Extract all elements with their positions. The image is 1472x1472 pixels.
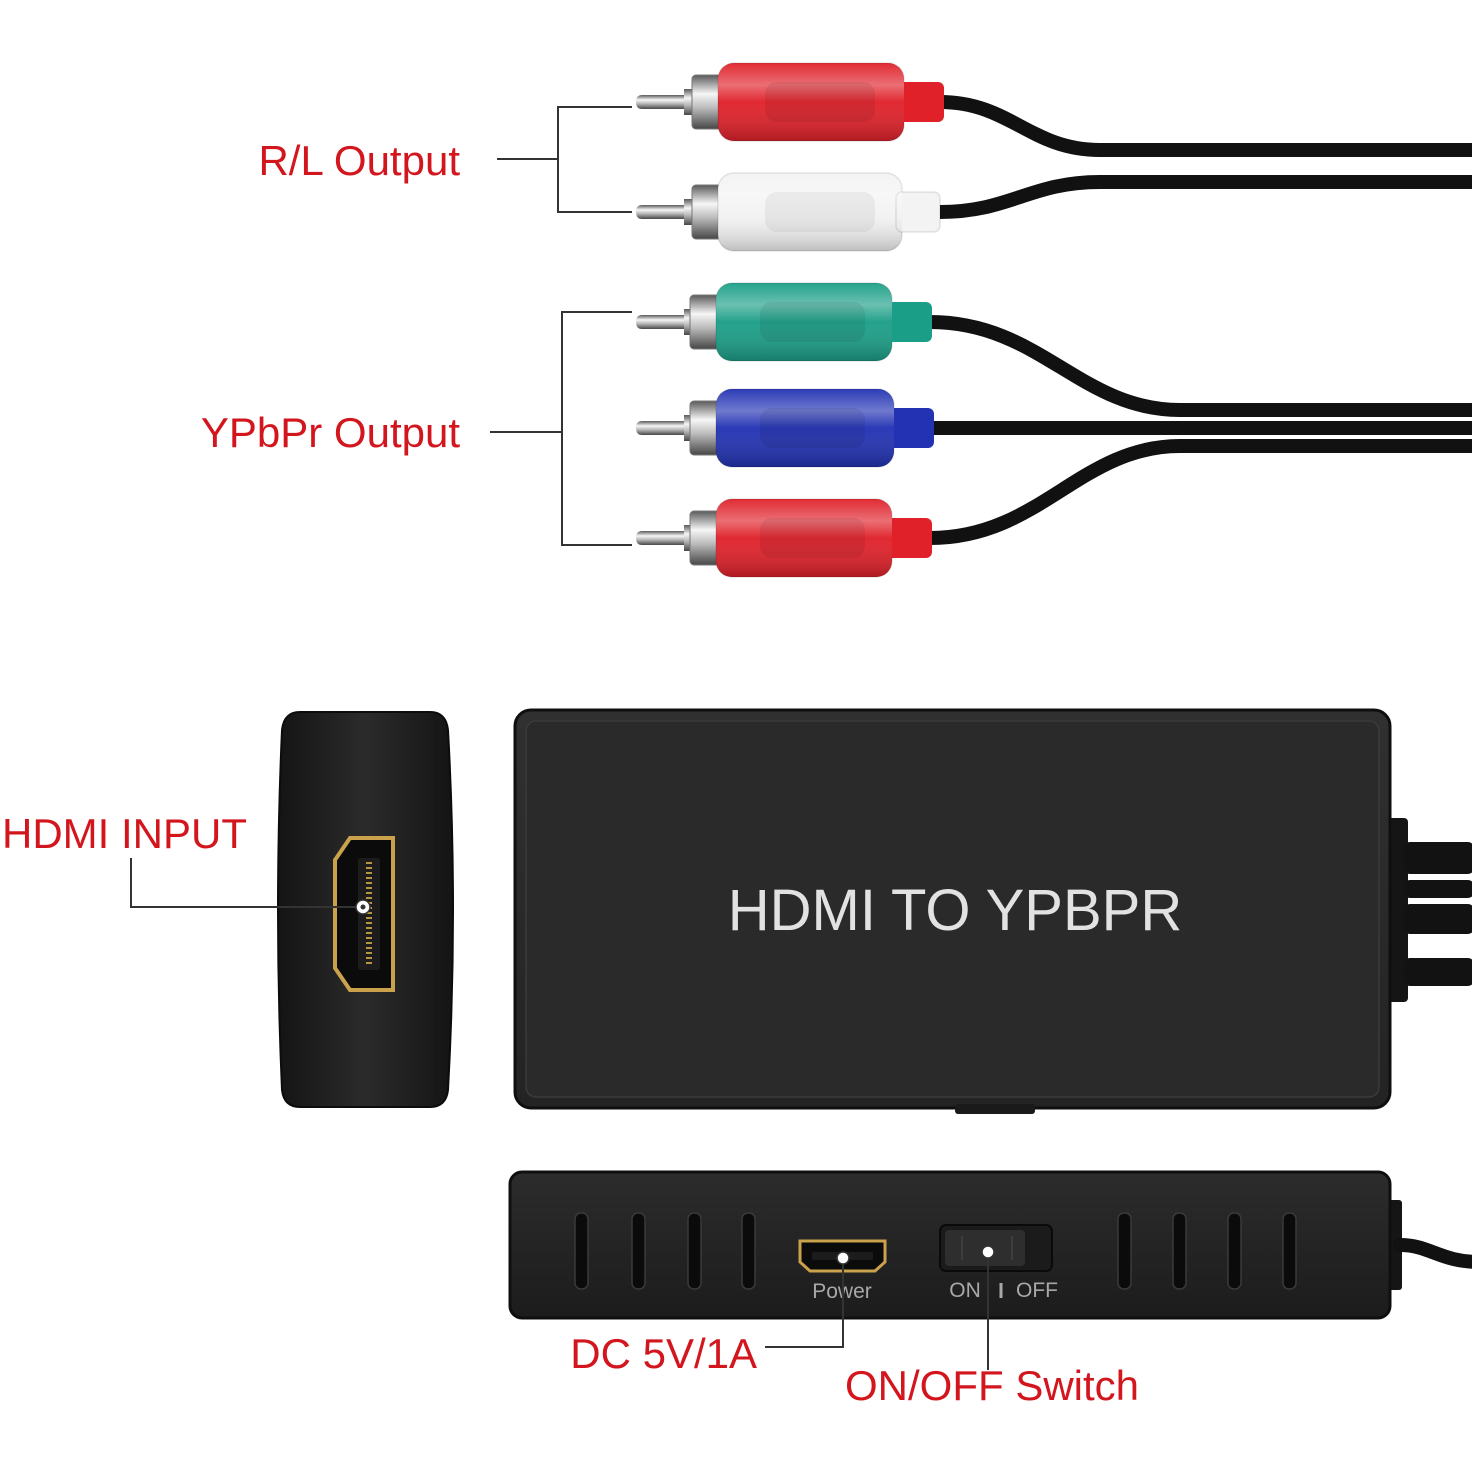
switch-on-label: ON — [949, 1279, 981, 1302]
converter-box: HDMI TO YPBPR — [513, 708, 1472, 1114]
side-panel: Power ON OFF — [508, 1170, 1472, 1320]
cable-2 — [933, 175, 1472, 219]
cable-3 — [923, 315, 1472, 417]
hdmi-input-label: HDMI INPUT — [2, 810, 247, 857]
hdmi-end-face — [277, 711, 454, 1108]
power-callout-dot — [836, 1251, 850, 1265]
red-rca-plug — [636, 62, 944, 142]
green-rca-plug — [636, 282, 932, 362]
ypbpr-output-label: YPbPr Output — [201, 409, 460, 456]
cable-1 — [933, 95, 1472, 157]
switch-off-label: OFF — [1016, 1279, 1058, 1302]
device-title: HDMI TO YPBPR — [728, 878, 1182, 943]
red-rca-plug-component — [636, 498, 932, 578]
blue-rca-plug — [636, 388, 934, 468]
cable-5 — [923, 439, 1472, 545]
power-switch — [939, 1224, 1053, 1272]
onoff-switch-callout: ON/OFF Switch — [845, 1258, 1139, 1409]
hdmi-input-callout: HDMI INPUT — [2, 810, 356, 908]
box-slider-tab — [955, 1104, 1035, 1114]
rl-output-label: R/L Output — [258, 137, 460, 184]
dc-power-label: DC 5V/1A — [570, 1330, 757, 1377]
ypbpr-output-callout: YPbPr Output — [201, 311, 632, 546]
rca-cables — [923, 95, 1472, 545]
vents-left — [574, 1212, 756, 1290]
rl-output-callout: R/L Output — [258, 106, 632, 213]
vents-right — [1117, 1212, 1297, 1290]
white-rca-plug — [636, 172, 941, 252]
onoff-switch-label: ON/OFF Switch — [845, 1362, 1139, 1409]
power-port — [798, 1239, 887, 1273]
dc-power-callout: DC 5V/1A — [570, 1264, 844, 1377]
switch-callout-dot — [981, 1245, 995, 1259]
